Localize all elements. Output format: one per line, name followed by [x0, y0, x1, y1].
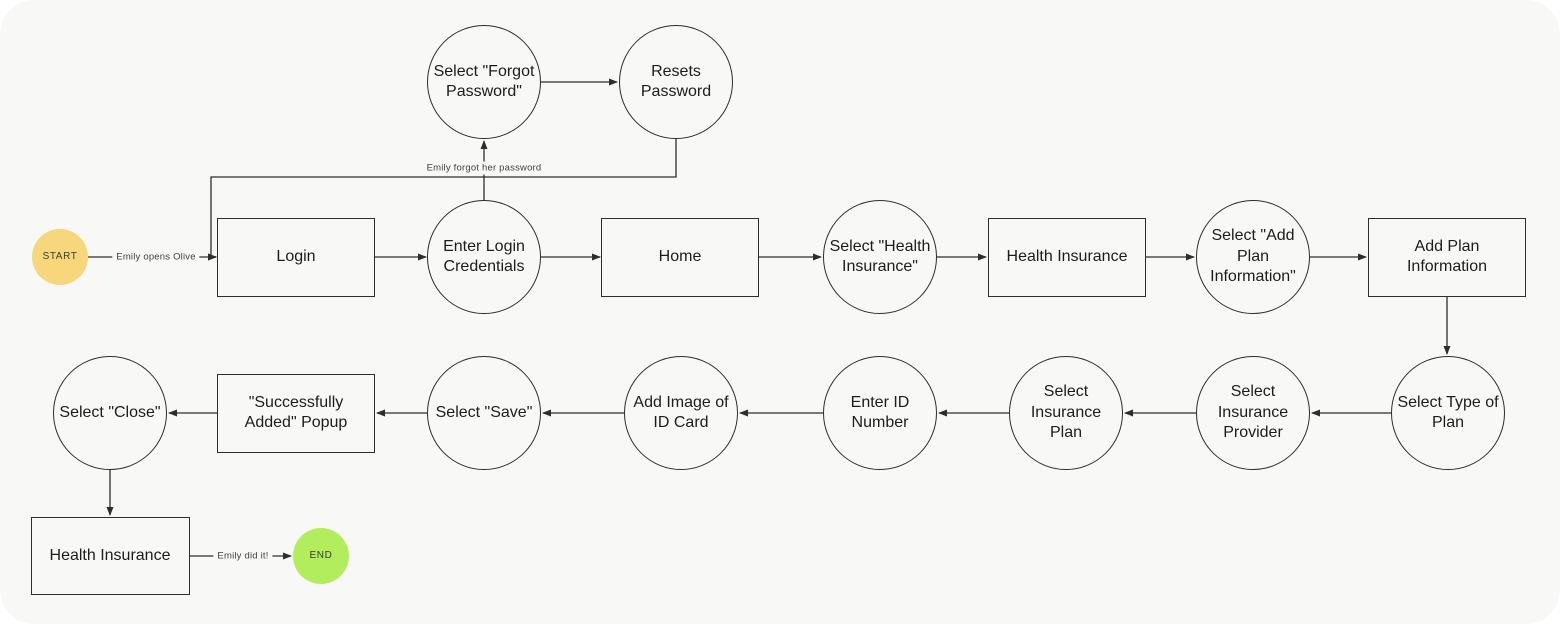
node-label-select-insurance-plan: Select Insurance Plan — [1030, 383, 1102, 442]
node-label-select-close: Select "Close" — [59, 403, 161, 421]
edge-label-enter-login-credentials-to-select-forgot-password: Emily forgot her password — [422, 161, 546, 175]
node-label-select-add-plan-information: Select "Add Plan Information" — [1210, 227, 1296, 286]
node-end[interactable]: END — [293, 528, 349, 584]
node-select-type-of-plan[interactable]: Select Type of Plan — [1391, 356, 1505, 470]
node-select-add-plan-information[interactable]: Select "Add Plan Information" — [1196, 200, 1310, 314]
node-select-insurance-plan[interactable]: Select Insurance Plan — [1009, 356, 1123, 470]
node-label-add-plan-information: Add Plan Information — [1406, 237, 1488, 275]
node-health-insurance-final[interactable]: Health Insurance — [30, 517, 190, 595]
node-resets-password[interactable]: Resets Password — [619, 25, 733, 139]
node-label-end: END — [309, 549, 333, 561]
node-label-select-save: Select "Save" — [435, 403, 533, 421]
node-select-health-insurance[interactable]: Select "Health Insurance" — [823, 200, 937, 314]
node-select-forgot-password[interactable]: Select "Forgot Password" — [427, 25, 541, 139]
edge-label-start-to-login: Emily opens Olive — [112, 250, 200, 264]
node-enter-login-credentials[interactable]: Enter Login Credentials — [427, 200, 541, 314]
node-health-insurance[interactable]: Health Insurance — [988, 217, 1146, 297]
edge-resets-password-to-login — [208, 139, 677, 261]
node-home[interactable]: Home — [601, 217, 759, 297]
node-label-select-insurance-provider: Select Insurance Provider — [1217, 383, 1289, 442]
node-start[interactable]: START — [32, 229, 88, 285]
node-select-save[interactable]: Select "Save" — [427, 356, 541, 470]
edge-label-health-insurance-final-to-end: Emily did it! — [213, 549, 273, 563]
node-add-plan-information[interactable]: Add Plan Information — [1368, 217, 1526, 297]
node-label-resets-password: Resets Password — [640, 62, 712, 100]
node-add-image-of-id-card[interactable]: Add Image of ID Card — [624, 356, 738, 470]
node-select-close[interactable]: Select "Close" — [53, 356, 167, 470]
node-label-select-health-insurance: Select "Health Insurance" — [829, 237, 931, 275]
node-label-home: Home — [658, 247, 702, 265]
node-select-insurance-provider[interactable]: Select Insurance Provider — [1196, 356, 1310, 470]
node-login[interactable]: Login — [217, 217, 375, 297]
node-label-enter-login-credentials: Enter Login Credentials — [443, 237, 525, 275]
node-label-health-insurance: Health Insurance — [1006, 247, 1128, 265]
node-label-select-forgot-password: Select "Forgot Password" — [433, 62, 535, 100]
node-label-add-image-of-id-card: Add Image of ID Card — [633, 393, 729, 431]
node-label-successfully-added-popup: "Successfully Added" Popup — [244, 393, 348, 431]
node-enter-id-number[interactable]: Enter ID Number — [823, 356, 937, 470]
node-successfully-added-popup[interactable]: "Successfully Added" Popup — [217, 373, 375, 453]
node-label-enter-id-number: Enter ID Number — [850, 393, 910, 431]
node-label-health-insurance-final: Health Insurance — [49, 546, 171, 564]
node-label-start: START — [42, 250, 78, 262]
node-label-select-type-of-plan: Select Type of Plan — [1397, 393, 1499, 431]
node-label-login: Login — [276, 247, 316, 265]
